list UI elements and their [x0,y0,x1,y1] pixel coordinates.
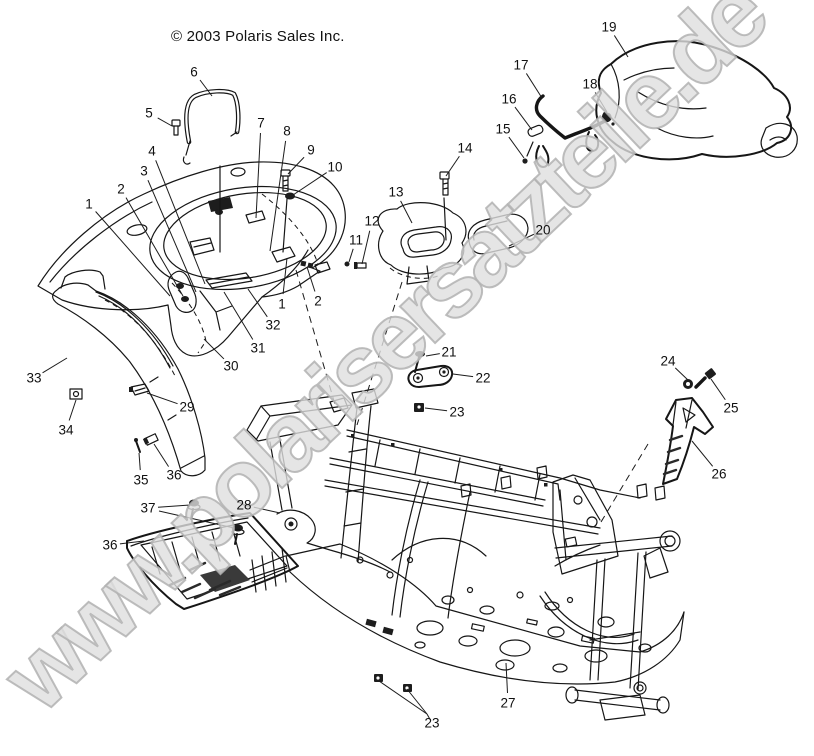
bolt-5 [171,119,181,136]
copyright-text: © 2003 Polaris Sales Inc. [171,28,345,45]
callout-30: 30 [223,358,239,374]
taillight-housing [377,202,467,285]
rear-fender [37,161,447,357]
callout-28: 28 [236,497,252,513]
callout-11: 11 [348,232,364,248]
seat [595,40,798,161]
nut-10 [285,192,295,200]
grab-bar [182,88,241,165]
callout-35: 35 [133,472,149,488]
callout-25: 25 [723,400,739,416]
callout-37: 37 [140,500,156,516]
callout-9: 9 [307,142,315,158]
callout-19: 19 [601,19,617,35]
callout-36: 36 [166,467,182,483]
callout-14: 14 [457,140,473,156]
callout-21: 21 [441,344,457,360]
callout-22: 22 [475,370,491,386]
callout-12: 12 [364,213,380,229]
callout-1: 1 [278,296,286,312]
left-mudguard [52,269,206,477]
clip-16 [527,124,544,137]
spacer-36 [142,433,159,446]
callout-26: 26 [711,466,727,482]
callout-10: 10 [327,159,343,175]
callout-20: 20 [535,222,551,238]
nut-23-mid [414,403,424,412]
seat-bracket [522,94,615,168]
callout-5: 5 [145,105,153,121]
callout-17: 17 [513,57,529,73]
pin-35 [134,438,141,453]
callout-7: 7 [257,115,265,131]
callout-15: 15 [495,121,511,137]
bolt-14 [439,171,450,196]
nut-34 [69,388,83,400]
support-bracket-26 [662,397,714,485]
bolt-25 [694,368,716,389]
bolts-37 [187,499,245,545]
callout-24: 24 [660,353,676,369]
callout-18: 18 [582,76,598,92]
callout-23: 23 [449,404,465,420]
callout-31: 31 [250,340,266,356]
callout-33: 33 [26,370,42,386]
grab-handle [407,364,454,388]
callout-29: 29 [179,399,195,415]
callout-1: 1 [85,196,93,212]
callout-27: 27 [500,695,516,711]
bolt-12 [354,262,367,269]
footwell [126,512,299,610]
taillight-lens [467,213,529,255]
nuts-23-bottom [374,674,412,692]
callout-23: 23 [424,715,440,731]
clip-29 [129,383,150,396]
callout-4: 4 [148,143,156,159]
callout-2: 2 [314,293,322,309]
clip-18 [601,112,612,123]
screw-15 [522,158,528,164]
callout-8: 8 [283,123,291,139]
screw-11 [344,261,350,267]
callout-13: 13 [388,184,404,200]
callout-2: 2 [117,181,125,197]
callout-32: 32 [265,317,281,333]
frame [246,388,685,721]
callout-16: 16 [501,91,517,107]
callout-34: 34 [58,422,74,438]
callout-36: 36 [102,537,118,553]
bolt-21 [414,351,425,373]
nut-24 [683,379,693,389]
callout-6: 6 [190,64,198,80]
callout-3: 3 [140,163,148,179]
